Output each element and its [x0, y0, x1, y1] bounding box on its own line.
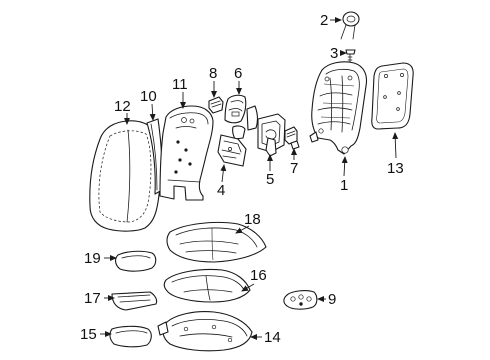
callout-8: 8: [209, 65, 217, 98]
callout-label-11: 11: [172, 76, 188, 93]
part-12-seatback-cover: [89, 120, 162, 232]
callout-12: 12: [114, 98, 131, 125]
callout-6: 6: [234, 65, 242, 95]
callout-label-16: 16: [250, 267, 267, 284]
callout-14: 14: [250, 329, 281, 346]
part-16-cushion-cover: [163, 268, 251, 303]
callout-label-12: 12: [114, 98, 131, 115]
callout-4: 4: [217, 164, 227, 199]
part-3-pin: [345, 49, 356, 63]
callout-label-6: 6: [234, 65, 242, 82]
callout-label-15: 15: [80, 326, 97, 343]
part-17-side-pad: [111, 291, 158, 311]
callout-label-9: 9: [328, 291, 336, 308]
callout-18: 18: [235, 211, 261, 234]
callout-label-8: 8: [209, 65, 217, 82]
callout-label-3: 3: [330, 45, 338, 62]
callout-label-4: 4: [217, 182, 225, 199]
callout-label-2: 2: [320, 12, 328, 29]
callout-label-14: 14: [264, 329, 281, 346]
part-14-cushion-frame: [157, 311, 253, 352]
part-15-front-trim: [109, 325, 152, 348]
callout-11: 11: [172, 76, 188, 109]
callout-label-1: 1: [340, 177, 348, 194]
callout-16: 16: [241, 267, 267, 292]
part-19-front-pad: [115, 250, 157, 272]
part-18-cushion-pad: [166, 221, 267, 263]
callout-label-18: 18: [244, 211, 261, 228]
callout-19: 19: [84, 250, 117, 267]
callout-label-7: 7: [290, 160, 298, 177]
part-11-seatback-panel: [159, 105, 214, 201]
callout-label-10: 10: [140, 88, 157, 105]
callout-17: 17: [84, 290, 115, 307]
callout-15: 15: [80, 326, 112, 343]
callout-13: 13: [387, 132, 404, 177]
part-8-switch-knob: [208, 96, 224, 114]
callout-1: 1: [340, 156, 348, 194]
callout-label-13: 13: [387, 160, 404, 177]
part-13-back-panel: [371, 62, 414, 130]
callout-7: 7: [290, 148, 298, 177]
callout-9: 9: [317, 291, 336, 308]
part-9-fastener: [283, 290, 318, 310]
part-4-module-plate: [217, 134, 247, 167]
part-1-seatback-frame: [309, 61, 368, 155]
callout-label-5: 5: [266, 171, 274, 188]
part-7-connector: [284, 126, 300, 150]
part-2-headrest-guide: [340, 11, 360, 40]
callout-2: 2: [320, 12, 342, 29]
callout-5: 5: [266, 154, 274, 188]
part-5-control-module: [257, 113, 286, 157]
callout-label-19: 19: [84, 250, 101, 267]
callout-10: 10: [140, 88, 157, 121]
callout-3: 3: [330, 45, 347, 62]
part-6-switch-pieces: [232, 105, 258, 140]
part-6-switch-cover: [224, 94, 247, 124]
callout-label-17: 17: [84, 290, 101, 307]
